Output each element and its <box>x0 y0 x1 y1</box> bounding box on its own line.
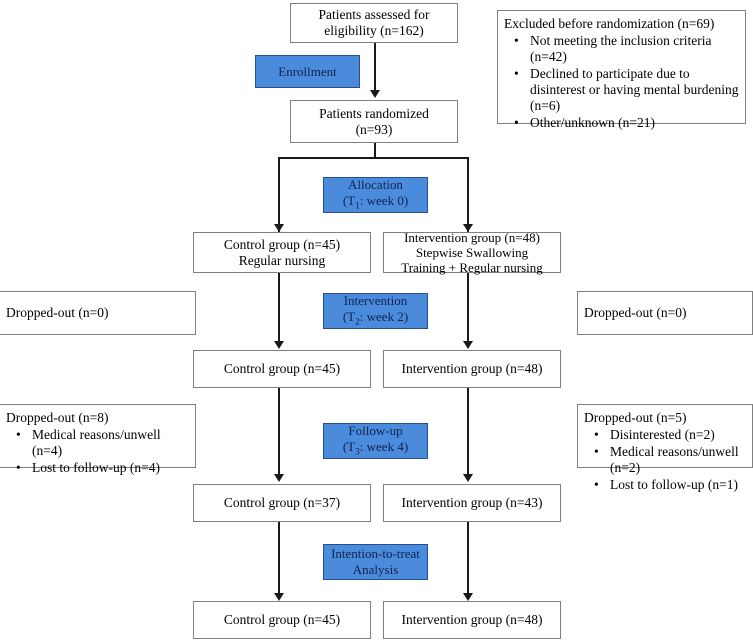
node-dropout-t3-intervention-header: Dropped-out (n=5) <box>584 410 687 425</box>
arrowhead-icon <box>274 341 284 349</box>
bullet-icon: • <box>16 460 21 476</box>
stage-label-itt-line2: Analysis <box>352 562 399 577</box>
connector-control-to-t2 <box>278 273 280 345</box>
connector-intervention-to-t2 <box>467 273 469 345</box>
connector-assessed-to-randomized <box>374 43 376 92</box>
node-allocated-intervention-line2: Stepwise Swallowing <box>415 244 529 260</box>
list-item: •Lost to follow-up (n=4) <box>16 460 160 476</box>
bullet-icon: • <box>514 66 519 82</box>
arrowhead-icon <box>463 224 473 232</box>
stage-label-enrollment-text: Enrollment <box>278 63 337 79</box>
node-allocated-intervention-line1: Intervention group (n=48) <box>404 229 540 245</box>
node-t2-intervention-line1: Intervention group (n=48) <box>401 361 543 377</box>
stage-label-followup-line2: (T3: week 4) <box>342 438 409 458</box>
stage-label-allocation-line1: Allocation <box>348 177 403 193</box>
arrowhead-icon <box>463 341 473 349</box>
list-item: •Disinterested (n=2) <box>594 427 715 443</box>
node-excluded: Excluded before randomization (n=69) •No… <box>497 10 746 130</box>
list-item: •Lost to follow-up (n=1) <box>594 476 738 492</box>
node-dropout-t3-control-list: •Medical reasons/unwell (n=4) •Lost to f… <box>6 427 189 476</box>
node-patients-randomized-line2: (n=93) <box>355 121 393 137</box>
node-allocated-control-line2: Regular nursing <box>238 252 326 268</box>
connector-split-right <box>467 157 469 233</box>
node-patients-randomized-line1: Patients randomized <box>319 105 429 121</box>
node-itt-control: Control group (n=45) <box>193 601 371 639</box>
bullet-icon: • <box>514 115 519 131</box>
stage-label-intervention-line2: (T2: week 2) <box>342 308 409 328</box>
node-t2-control: Control group (n=45) <box>193 350 371 388</box>
stage-label-followup-line1: Follow-up <box>348 423 403 439</box>
node-patients-assessed: Patients assessed for eligibility (n=162… <box>290 3 458 43</box>
node-dropout-t3-control-header: Dropped-out (n=8) <box>6 410 109 425</box>
list-item: •Medical reasons/unwell (n=4) <box>16 427 161 459</box>
node-excluded-list: •Not meeting the inclusion criteria (n=4… <box>504 33 739 131</box>
node-excluded-header: Excluded before randomization (n=69) <box>504 16 715 31</box>
node-itt-control-line1: Control group (n=45) <box>223 612 341 628</box>
node-dropout-t3-control: Dropped-out (n=8) •Medical reasons/unwel… <box>0 404 196 475</box>
arrowhead-icon <box>370 90 380 98</box>
node-dropout-t2-intervention: Dropped-out (n=0) <box>577 291 753 335</box>
stage-label-intention-to-treat: Intention-to-treat Analysis <box>323 544 428 580</box>
list-item: •Not meeting the inclusion criteria (n=4… <box>514 33 712 65</box>
stage-label-itt-line1: Intention-to-treat <box>331 546 420 562</box>
node-allocated-control-line1: Control group (n=45) <box>223 236 341 252</box>
stage-label-enrollment: Enrollment <box>255 55 360 88</box>
node-itt-intervention-line1: Intervention group (n=48) <box>401 612 543 628</box>
node-t3-control-line1: Control group (n=37) <box>223 495 341 511</box>
node-itt-intervention: Intervention group (n=48) <box>383 601 561 639</box>
bullet-icon: • <box>594 443 599 459</box>
connector-t2-intervention-to-t3 <box>467 388 469 478</box>
node-t3-intervention-line1: Intervention group (n=43) <box>401 495 543 511</box>
node-t3-intervention: Intervention group (n=43) <box>383 484 561 522</box>
connector-t3-intervention-to-itt <box>467 522 469 597</box>
connector-split-left <box>278 157 280 233</box>
stage-label-intervention-line1: Intervention <box>343 293 408 309</box>
node-patients-assessed-line1: Patients assessed for <box>318 7 430 23</box>
node-dropout-t3-intervention-list: •Disinterested (n=2) •Medical reasons/un… <box>584 427 746 493</box>
arrowhead-icon <box>274 224 284 232</box>
node-dropout-t2-intervention-header: Dropped-out (n=0) <box>584 304 687 320</box>
stage-label-allocation: Allocation (T1: week 0) <box>323 177 428 213</box>
connector-randomized-stem <box>374 143 376 158</box>
bullet-icon: • <box>16 427 21 443</box>
node-patients-assessed-line2: eligibility (n=162) <box>324 23 424 38</box>
bullet-icon: • <box>594 476 599 492</box>
node-dropout-t2-control: Dropped-out (n=0) <box>0 291 196 335</box>
arrowhead-icon <box>274 593 284 601</box>
list-item: •Declined to participate due to disinter… <box>514 66 739 114</box>
connector-split-bar <box>278 157 468 159</box>
stage-label-intervention: Intervention (T2: week 2) <box>323 293 428 329</box>
list-item: •Other/unknown (n=21) <box>514 115 655 131</box>
bullet-icon: • <box>594 427 599 443</box>
stage-label-allocation-line2: (T1: week 0) <box>342 192 409 212</box>
bullet-icon: • <box>514 33 519 49</box>
node-t2-control-line1: Control group (n=45) <box>223 361 341 377</box>
node-dropout-t2-control-header: Dropped-out (n=0) <box>6 304 109 320</box>
node-allocated-intervention: Intervention group (n=48) Stepwise Swall… <box>383 229 561 276</box>
node-t2-intervention: Intervention group (n=48) <box>383 350 561 388</box>
arrowhead-icon <box>463 474 473 482</box>
arrowhead-icon <box>274 474 284 482</box>
node-patients-randomized: Patients randomized (n=93) <box>290 100 458 143</box>
stage-label-followup: Follow-up (T3: week 4) <box>323 423 428 459</box>
node-allocated-control: Control group (n=45) Regular nursing <box>193 232 371 273</box>
node-dropout-t3-intervention: Dropped-out (n=5) •Disinterested (n=2) •… <box>577 404 753 492</box>
arrowhead-icon <box>463 593 473 601</box>
connector-t3-control-to-itt <box>278 522 280 597</box>
node-allocated-intervention-line3: Training + Regular nursing <box>401 260 543 276</box>
connector-t2-control-to-t3 <box>278 388 280 478</box>
node-t3-control: Control group (n=37) <box>193 484 371 522</box>
list-item: •Medical reasons/unwell (n=2) <box>594 443 739 476</box>
